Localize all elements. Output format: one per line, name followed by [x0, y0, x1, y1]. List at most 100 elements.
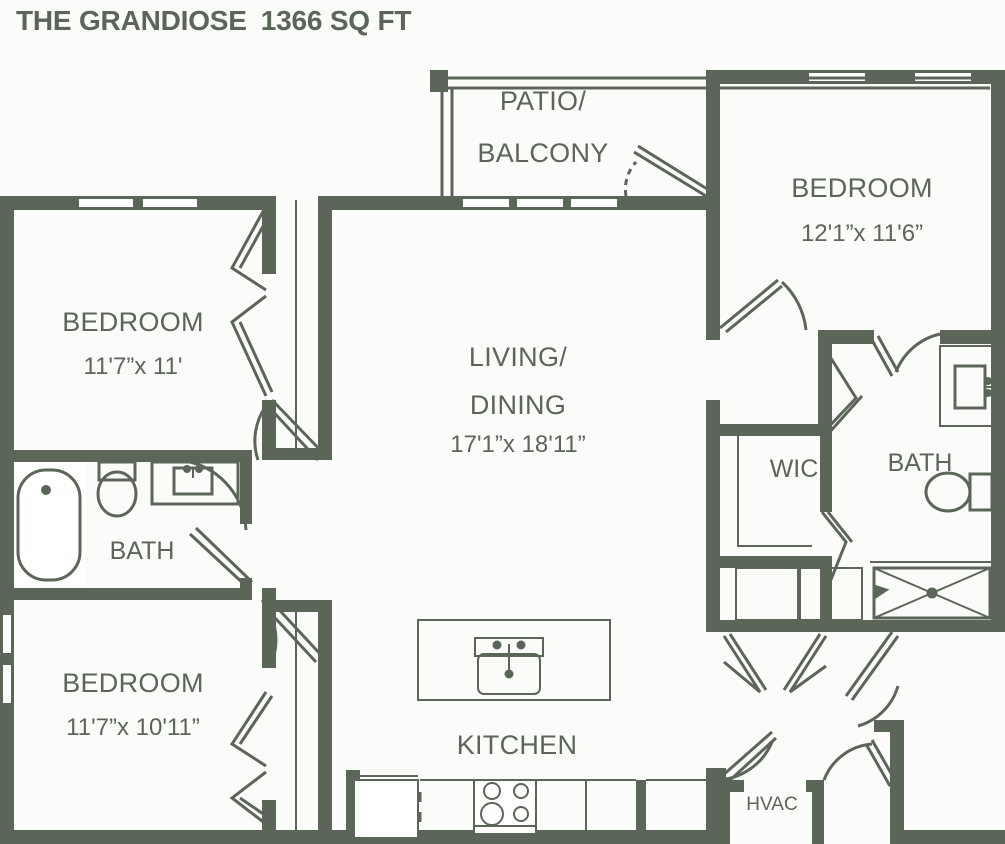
label-patio-line2: BALCONY: [477, 138, 608, 168]
wall-hvac-right-top: [806, 780, 824, 792]
patio-door-leaf: [633, 150, 707, 198]
door-leaf-ne-bedroom-2: [725, 284, 783, 334]
closet-door-linen-left-2: [728, 633, 768, 691]
label-wic: WIC: [770, 455, 819, 483]
door-leaf-closet-br: [870, 739, 898, 783]
label-bedroom-ne-dim: 12'1”x 11'6”: [801, 220, 923, 247]
door-leaf-bath-west-2: [194, 526, 254, 584]
label-kitchen: KITCHEN: [457, 730, 578, 760]
label-living-line1: LIVING/: [469, 342, 567, 372]
door-leaf-nw-bedroom: [264, 402, 320, 462]
wall-bathe-right: [991, 344, 1005, 632]
wall-living-top: [332, 196, 442, 210]
closet-door-wic-lower-2: [826, 511, 854, 543]
wall-closet-br-top: [874, 720, 904, 732]
linen-closet-right-icon: [799, 567, 863, 621]
slider-pane-3: [569, 197, 619, 209]
linen-closet-left-icon: [735, 567, 799, 621]
shower-door-icon: [872, 583, 890, 601]
door-leaf-hvac-2: [721, 730, 773, 778]
wall-nw-right: [262, 196, 276, 274]
wall-ne-bottom-right: [940, 330, 1005, 344]
wall-closet-br-right: [890, 720, 904, 844]
wall-linen-top: [720, 556, 832, 568]
closet-door-linen-right-2: [782, 633, 822, 691]
window-nw-1: [77, 197, 135, 209]
door-arc-hall-east: [857, 685, 900, 728]
wall-sw-right-lower: [262, 800, 276, 844]
patio-outline: [440, 76, 990, 196]
slider-pane-1: [461, 197, 511, 209]
wall-sw-bottom: [0, 830, 360, 844]
door-arc-closet-br: [822, 742, 873, 781]
wall-wic-right: [820, 424, 832, 512]
label-bedroom-sw-name: BEDROOM: [62, 668, 204, 698]
label-bedroom-nw-name: BEDROOM: [62, 307, 204, 337]
shower-drain-icon: [926, 587, 938, 599]
wall-nw-left: [0, 196, 14, 460]
bathtub-drain-icon: [41, 485, 51, 495]
closet-door-linen-left[interactable]: [722, 635, 762, 694]
door-leaf-hall-east-2: [844, 631, 894, 697]
room-labels-group: PATIO/ BALCONY BEDROOM 11'7”x 11' BEDROO…: [62, 86, 952, 815]
toilet-west-bowl-icon: [96, 470, 138, 518]
wall-hall-vertical-mid: [818, 330, 832, 434]
vanity-west-handle-right: [195, 465, 203, 473]
closet-door-sw-lower[interactable]: [229, 770, 267, 826]
bathtub-icon: [16, 468, 82, 582]
label-bedroom-ne-name: BEDROOM: [791, 173, 933, 203]
label-bedroom-sw-dim: 11'7”x 10'11”: [66, 714, 200, 741]
wall-closet-sw-right: [318, 600, 332, 844]
closet-door-sw-upper-2: [238, 695, 274, 745]
wall-kitchen-bottom: [346, 830, 718, 844]
label-bath-west: BATH: [110, 537, 175, 565]
door-arc-bath-east: [894, 332, 941, 373]
wall-ne-bottom-left: [706, 326, 720, 340]
toilet-east-tank-icon: [968, 472, 994, 512]
range-burner-tl: [483, 782, 501, 800]
fixtures-group: [14, 345, 994, 839]
label-living-line2: DINING: [470, 390, 566, 420]
wall-counter-divider: [636, 780, 646, 830]
label-bedroom-nw-dim: 11'7”x 11': [84, 353, 183, 380]
door-leaf-ne-bedroom: [719, 278, 779, 330]
walls-group: [0, 70, 1005, 844]
wall-bathw-bottom: [0, 588, 252, 600]
closet-door-nw-upper[interactable]: [230, 205, 268, 292]
wall-nw-top: [0, 196, 276, 210]
vanity-west-handle-left: [183, 465, 191, 473]
closet-door-linen-right[interactable]: [788, 635, 828, 694]
range-burner-br: [513, 806, 529, 822]
sliding-glass-door[interactable]: [461, 197, 619, 209]
wall-bathw-left: [0, 450, 14, 600]
plan-area: 1366 SQ FT: [260, 5, 412, 36]
closet-door-nw-lower[interactable]: [230, 294, 268, 397]
closet-door-wic-lower[interactable]: [820, 511, 848, 603]
toilet-west-tank-icon: [97, 460, 137, 482]
wall-patio-left: [430, 70, 448, 92]
label-living-dim: 17'1”x 18'11”: [450, 431, 585, 458]
closet-door-sw-upper[interactable]: [229, 691, 268, 768]
range-burner-tr: [513, 783, 529, 799]
wall-closet-nw-right: [318, 196, 332, 460]
toilet-east-bowl-icon: [924, 471, 972, 513]
door-arc-hvac: [717, 741, 774, 782]
wall-hvac-right: [812, 780, 824, 844]
patio-door-leaf-2: [637, 144, 713, 194]
wall-kitchen-right-stub: [706, 768, 720, 844]
closet-door-nw-lower-2: [238, 321, 274, 393]
wic-shelf-icon: [737, 436, 812, 547]
slider-pane-2: [515, 197, 565, 209]
wall-hvac-left: [718, 780, 730, 844]
wall-nw-right-lower: [262, 400, 276, 460]
closet-door-wic-upper[interactable]: [820, 343, 858, 436]
door-arc-sw-bedroom: [260, 599, 278, 663]
door-leaf-bath-east: [870, 339, 894, 377]
wall-wic-top: [720, 424, 832, 436]
vanity-east-handle-bottom: [984, 389, 992, 397]
wall-hvac-top: [718, 780, 744, 792]
door-arc-nw-bedroom: [253, 405, 268, 461]
door-leaf-sw-bedroom-2: [262, 604, 318, 664]
